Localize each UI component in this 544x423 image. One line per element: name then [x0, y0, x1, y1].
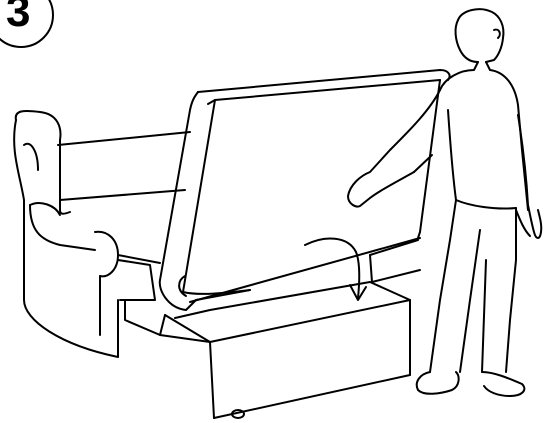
sofa-backrest — [57, 131, 191, 264]
lifted-seat-frame — [158, 69, 451, 311]
sofa-seat-base — [117, 259, 211, 343]
motion-arrow — [304, 237, 367, 301]
step-number: 3 — [6, 0, 31, 36]
person-figure — [347, 8, 543, 397]
sofa-left-armrest — [13, 110, 119, 358]
storage-drawer — [164, 239, 421, 419]
